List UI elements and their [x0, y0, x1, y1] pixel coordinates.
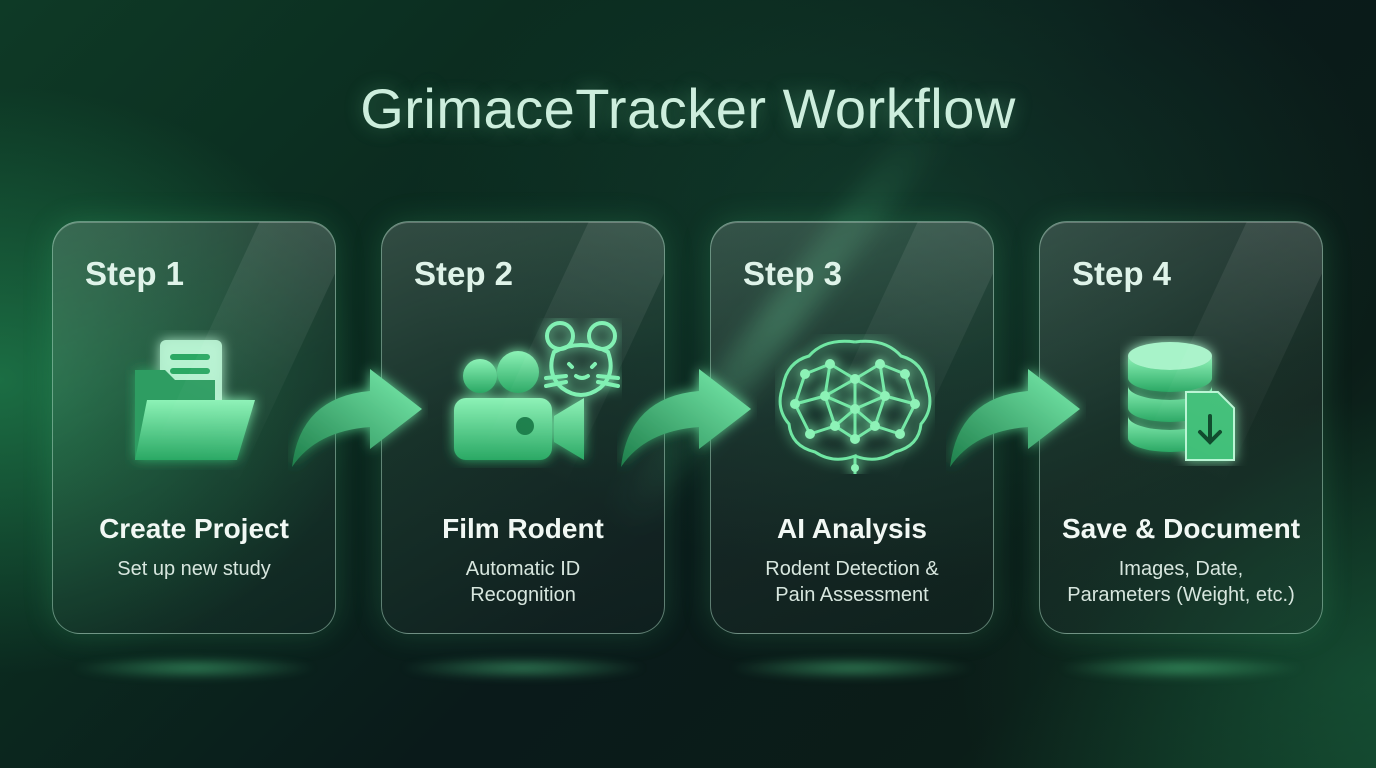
step-label: Step 1 [85, 255, 185, 292]
card-floor-glow [727, 656, 977, 680]
card-floor-glow [69, 656, 319, 680]
step-description: Automatic ID Recognition [465, 558, 581, 606]
step-title: Film Rodent [442, 513, 604, 544]
step-card-1: Step 1 Create Project Set up new study [52, 221, 336, 634]
folder-document-icon [135, 340, 255, 460]
neural-brain-icon [778, 339, 932, 474]
step-title: Save & Document [1061, 513, 1301, 544]
step-card-2: Step 2 Film Rodent Automatic ID Recognit… [381, 221, 665, 634]
arrow-step1-to-step2 [292, 369, 422, 467]
step-label: Step 4 [1072, 255, 1172, 292]
step-title: AI Analysis [777, 513, 927, 544]
card-floor-glow [1056, 656, 1306, 680]
card-floor-glow [398, 656, 648, 680]
step-description: Rodent Detection & Pain Assessment [765, 558, 939, 606]
step-description: Images, Date, Parameters (Weight, etc.) [1067, 558, 1295, 606]
arrow-step2-to-step3 [621, 369, 751, 467]
step-card-4: Step 4 Save & Document Images, Date, Par… [1039, 221, 1323, 634]
step-title: Create Project [99, 513, 289, 544]
step-label: Step 3 [743, 255, 843, 292]
arrow-step3-to-step4 [950, 369, 1080, 467]
database-download-icon [1128, 342, 1235, 461]
step-description: Set up new study [117, 558, 271, 580]
step-label: Step 2 [414, 255, 514, 292]
video-camera-rodent-icon [454, 321, 620, 460]
diagram-title: GrimaceTracker Workflow [360, 77, 1016, 140]
